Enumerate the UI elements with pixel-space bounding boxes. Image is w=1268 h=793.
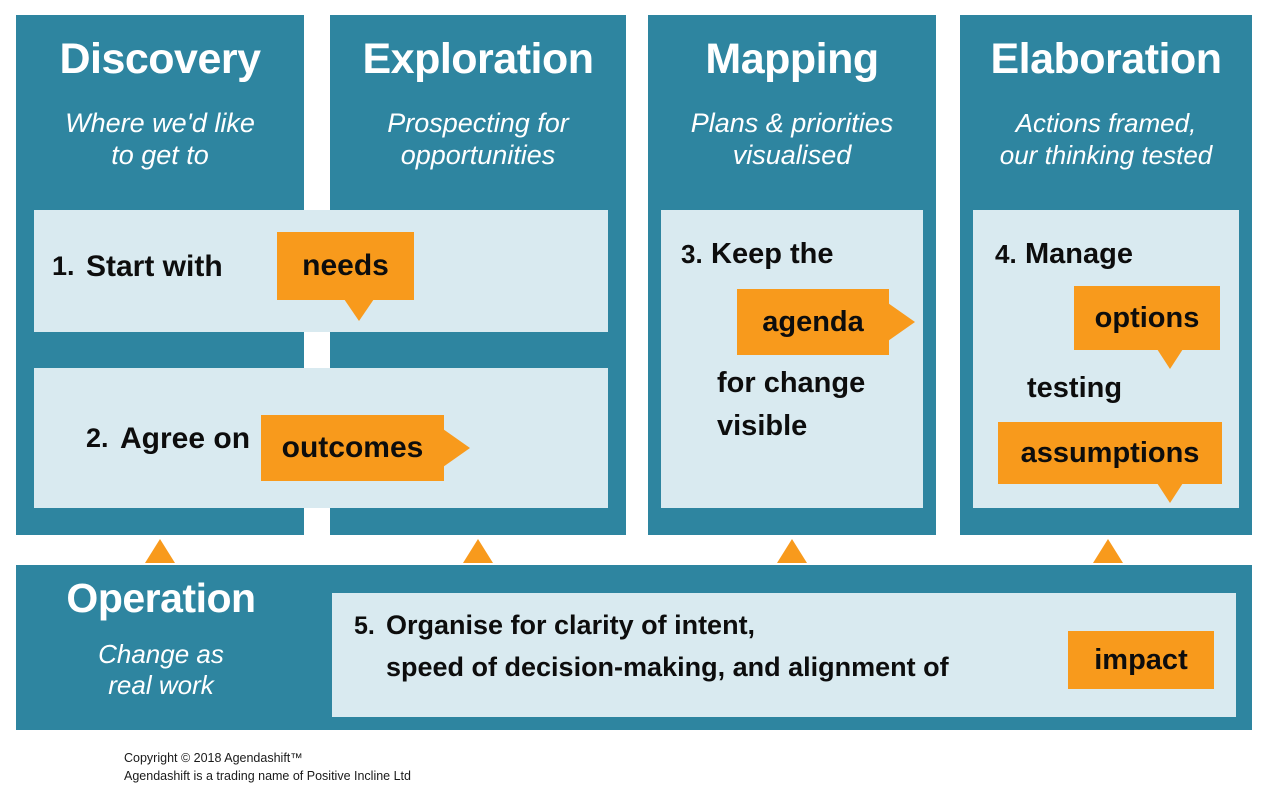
step-2-number: 2. [86, 423, 109, 453]
stage-discovery-subtitle-line2: to get to [111, 140, 209, 170]
copyright-line-2: Agendashift is a trading name of Positiv… [124, 769, 411, 783]
stage-elaboration-subtitle-line2: our thinking tested [999, 140, 1213, 170]
callout-assumptions[interactable]: assumptions [998, 422, 1222, 503]
callout-tail-down-icon [344, 299, 374, 321]
stage-elaboration-title: Elaboration [990, 35, 1222, 83]
step-1-number: 1. [52, 251, 75, 281]
stage-mapping-subtitle-line1: Plans & priorities [690, 108, 894, 138]
step-1-lead: Start with [86, 250, 223, 283]
callout-options-label: options [1094, 301, 1200, 334]
footer: cc x BY ↻ SA Copyright © 2018 Agendashif… [0, 740, 1268, 793]
step-4-middle: testing [1027, 372, 1123, 404]
connector-arrow-mapping-up-icon [777, 539, 807, 563]
stage-elaboration-subtitle-line1: Actions framed, [1015, 108, 1197, 138]
stage-discovery-title: Discovery [59, 35, 261, 83]
callout-needs[interactable]: needs [277, 232, 414, 321]
panel-step-3: 3. Keep the agenda for change visible [661, 210, 923, 508]
stage-exploration-subtitle-line1: Prospecting for [387, 108, 569, 138]
step-3-number: 3. [681, 239, 703, 269]
connector-arrow-discovery-up-icon [145, 539, 175, 563]
callout-impact[interactable]: impact [1068, 631, 1214, 689]
stage-operation-title: Operation [66, 575, 256, 621]
step-2-lead: Agree on [120, 422, 251, 455]
callout-tail-right-icon [888, 303, 915, 341]
callout-agenda-label: agenda [762, 305, 864, 338]
callout-options[interactable]: options [1074, 286, 1220, 369]
step-5-line2: speed of decision-making, and alignment … [386, 652, 949, 682]
callout-outcomes-label: outcomes [281, 431, 424, 464]
stage-mapping-title: Mapping [705, 35, 879, 83]
connector-arrow-elaboration-up-icon [1093, 539, 1123, 563]
copyright-line-1: Copyright © 2018 Agendashift™ [124, 751, 303, 765]
callout-outcomes[interactable]: outcomes [261, 415, 470, 481]
step-5-number: 5. [354, 612, 375, 640]
callout-agenda[interactable]: agenda [737, 289, 915, 355]
callout-assumptions-label: assumptions [1020, 436, 1200, 469]
stage-mapping-subtitle-line2: visualised [732, 140, 852, 170]
callout-tail-down-icon [1157, 349, 1183, 369]
panel-step-4: 4. Manage options testing assumptions [973, 210, 1239, 508]
step-3-trail-line2: visible [717, 410, 808, 442]
panel-step-2: 2. Agree on outcomes [34, 368, 608, 508]
callout-needs-label: needs [302, 249, 389, 282]
callout-tail-down-icon [1157, 483, 1183, 503]
stage-operation-subtitle-line2: real work [108, 670, 214, 700]
connector-arrow-exploration-up-icon [463, 539, 493, 563]
stage-exploration-title: Exploration [362, 35, 594, 83]
stage-operation-subtitle-line1: Change as [98, 639, 224, 669]
step-5-line1: Organise for clarity of intent, [386, 610, 756, 640]
step-3-lead: Keep the [711, 238, 834, 270]
callout-impact-label: impact [1094, 643, 1188, 676]
step-4-number: 4. [995, 239, 1017, 269]
stage-discovery-subtitle-line1: Where we'd like [65, 108, 255, 138]
step-4-lead: Manage [1025, 238, 1133, 270]
stage-exploration-subtitle-line2: opportunities [400, 140, 556, 170]
callout-tail-right-icon [443, 429, 470, 467]
panel-step-5: 5. Organise for clarity of intent, speed… [332, 593, 1236, 717]
panel-step-1: 1. Start with needs [34, 210, 608, 332]
step-3-trail-line1: for change [717, 367, 866, 399]
